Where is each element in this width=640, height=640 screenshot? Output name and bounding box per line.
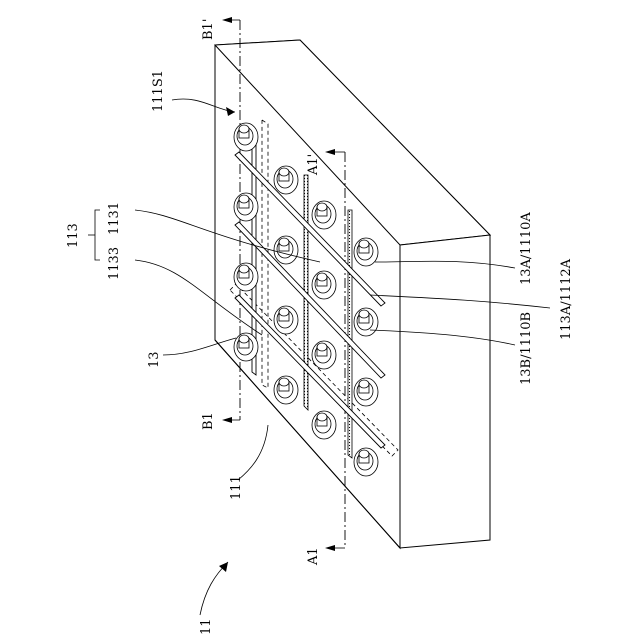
substrate-front-face [400, 235, 490, 548]
bump-cap [359, 310, 369, 318]
conductive-bump [354, 308, 378, 336]
bump-cap [239, 335, 249, 343]
bump-cap [279, 378, 289, 386]
bump-cap [359, 240, 369, 248]
label-113a-1112a: 113A/1112A [559, 258, 574, 340]
conductive-bump [312, 201, 336, 229]
label-1133: 1133 [107, 247, 122, 280]
conductive-bump [312, 341, 336, 369]
conductive-bump [354, 238, 378, 266]
conductive-bump [234, 333, 258, 361]
bump-cap [239, 195, 249, 203]
label-a1: A1 [306, 547, 321, 566]
label-111: 111 [229, 475, 244, 500]
conductive-bump [274, 166, 298, 194]
bump-cap [317, 343, 327, 351]
conductive-bump [274, 376, 298, 404]
label-13: 13 [147, 351, 162, 368]
bump-cap [279, 168, 289, 176]
conductive-bump [354, 378, 378, 406]
conductive-bump [274, 306, 298, 334]
label-b1: B1 [201, 412, 216, 430]
label-111s1: 111S1 [151, 70, 166, 112]
label-113: 113 [66, 223, 81, 248]
label-13b-1110b: 13B/1110B [519, 312, 534, 385]
section-b1p-arrowhead [222, 17, 232, 23]
bump-cap [317, 273, 327, 281]
label-1131: 1131 [107, 202, 122, 235]
section-b1-arrowhead [222, 417, 232, 423]
bump-cap [279, 238, 289, 246]
conductive-bump [274, 236, 298, 264]
leader-111 [238, 425, 268, 480]
section-a1-arrowhead [325, 545, 335, 551]
vertical-strip-3 [348, 210, 352, 458]
conductive-bump [354, 448, 378, 476]
label-b1p: B1' [201, 19, 216, 40]
conductive-bump [312, 271, 336, 299]
label-13a-1110a: 13A/1110A [519, 212, 534, 285]
bump-cap [359, 380, 369, 388]
bump-cap [317, 413, 327, 421]
bump-cap [239, 265, 249, 273]
bump-cap [239, 125, 249, 133]
bump-cap [279, 308, 289, 316]
conductive-bump [234, 123, 258, 151]
bracket-113 [95, 210, 100, 260]
bump-cap [317, 203, 327, 211]
label-a1p: A1' [306, 154, 321, 176]
bump-cap [359, 450, 369, 458]
label-11: 11 [199, 618, 214, 635]
conductive-bump [312, 411, 336, 439]
conductive-bump [234, 263, 258, 291]
conductive-bump [234, 193, 258, 221]
